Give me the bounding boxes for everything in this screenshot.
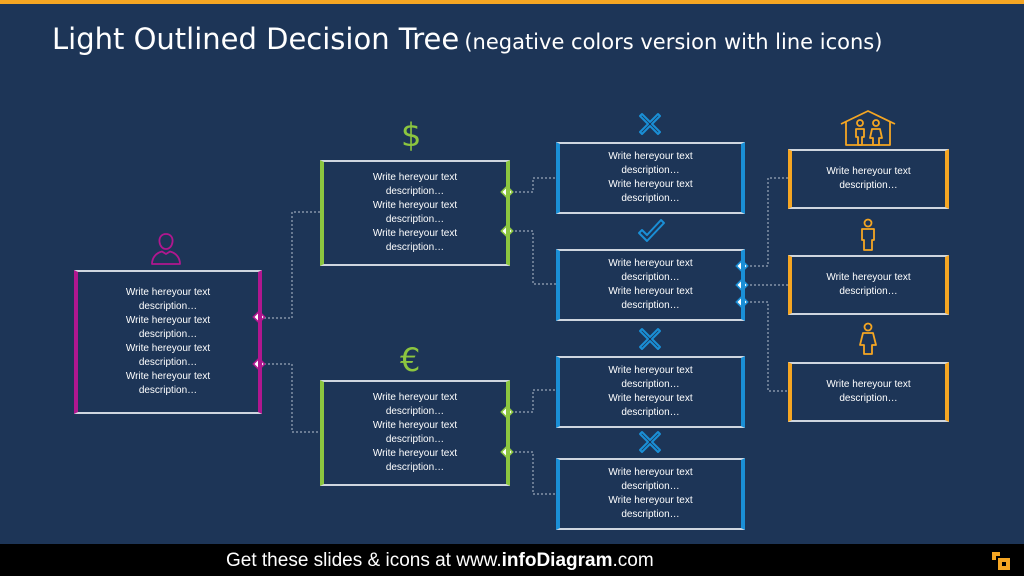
footer-brand: infoDiagram xyxy=(501,550,613,571)
node-text: description… xyxy=(621,379,680,390)
node-text: Write hereyour text xyxy=(608,179,693,190)
dollar-icon: $ xyxy=(401,116,422,154)
node-text: description… xyxy=(138,329,198,340)
node-text: Write hereyour text xyxy=(608,393,693,404)
node-text: description… xyxy=(621,300,680,311)
infodiagram-logo-icon xyxy=(992,552,1010,570)
blue-node-box-3: Write hereyour text description… Write h… xyxy=(556,356,745,428)
node-text: Write hereyour text xyxy=(608,286,693,297)
dollar-node-box: Write hereyour text description… Write h… xyxy=(320,160,510,266)
cross-icon xyxy=(639,113,661,135)
node-text: Write hereyour text xyxy=(372,448,458,459)
node-text: Write hereyour text xyxy=(125,343,211,354)
node-text: description… xyxy=(385,186,445,197)
node-text: Write hereyour text xyxy=(372,392,458,403)
node-text: description… xyxy=(839,286,898,297)
woman-icon xyxy=(859,322,877,355)
node-text: Write hereyour text xyxy=(826,379,911,390)
node-text: Write hereyour text xyxy=(608,365,693,376)
check-icon xyxy=(638,219,665,242)
node-text: Write hereyour text xyxy=(608,258,693,269)
node-text: Write hereyour text xyxy=(125,287,211,298)
footer-bar: Get these slides & icons at www.infoDiag… xyxy=(0,544,1024,576)
node-text: Write hereyour text xyxy=(125,371,211,382)
orange-node-box-3: Write hereyour text description… xyxy=(788,362,949,422)
node-text: Write hereyour text xyxy=(826,272,911,283)
node-text: description… xyxy=(621,165,680,176)
connector-euro-blue3 xyxy=(507,389,558,413)
node-text: description… xyxy=(621,481,680,492)
person-icon xyxy=(151,233,181,265)
node-text: Write hereyour text xyxy=(608,151,693,162)
connector-euro-blue4 xyxy=(507,451,558,495)
node-text: description… xyxy=(385,434,445,445)
node-text: description… xyxy=(385,462,445,473)
footer-suffix: .com xyxy=(612,550,654,571)
node-text: Write hereyour text xyxy=(372,172,458,183)
connector-root-euro xyxy=(260,363,322,433)
cross-icon xyxy=(639,328,661,350)
node-text: description… xyxy=(138,357,198,368)
blue-node-box-1: Write hereyour text description… Write h… xyxy=(556,142,745,214)
node-text: Write hereyour text xyxy=(125,315,211,326)
blue-node-box-2: Write hereyour text description… Write h… xyxy=(556,249,745,321)
connector-dollar-blue2 xyxy=(507,230,558,285)
node-text: Write hereyour text xyxy=(372,200,458,211)
orange-node-box-1: Write hereyour text description… xyxy=(788,149,949,209)
node-text: description… xyxy=(385,406,445,417)
man-icon xyxy=(861,218,875,251)
node-text: Write hereyour text xyxy=(372,228,458,239)
root-node-box: Write hereyour text description… Write h… xyxy=(74,270,262,414)
node-text: Write hereyour text xyxy=(608,495,693,506)
connector-root-dollar xyxy=(260,211,322,319)
family-house-icon xyxy=(840,110,896,146)
slide-title: Light Outlined Decision Tree (negative c… xyxy=(52,22,882,56)
node-text: description… xyxy=(839,180,898,191)
node-text: description… xyxy=(385,242,445,253)
connector-dollar-blue1 xyxy=(507,177,558,193)
title-subtitle: (negative colors version with line icons… xyxy=(464,30,883,54)
node-text: description… xyxy=(138,301,198,312)
connector-blue2-orange3 xyxy=(742,301,790,392)
node-text: description… xyxy=(621,272,680,283)
top-accent-bar xyxy=(0,0,1024,4)
node-text: description… xyxy=(138,385,198,396)
node-text: description… xyxy=(621,407,680,418)
footer-prefix: Get these slides & icons at www. xyxy=(226,550,502,571)
title-main: Light Outlined Decision Tree xyxy=(52,22,460,56)
node-text: Write hereyour text xyxy=(372,420,458,431)
connector-blue2-orange1 xyxy=(742,177,790,267)
euro-node-box: Write hereyour text description… Write h… xyxy=(320,380,510,486)
node-text: description… xyxy=(839,393,898,404)
footer-text: Get these slides & icons at www.infoDiag… xyxy=(226,550,654,572)
node-text: Write hereyour text xyxy=(826,166,911,177)
cross-icon xyxy=(639,431,661,453)
node-text: description… xyxy=(385,214,445,225)
orange-node-box-2: Write hereyour text description… xyxy=(788,255,949,315)
node-text: description… xyxy=(621,509,680,520)
node-text: Write hereyour text xyxy=(608,467,693,478)
node-text: description… xyxy=(621,193,680,204)
euro-icon: € xyxy=(400,341,421,379)
blue-node-box-4: Write hereyour text description… Write h… xyxy=(556,458,745,530)
